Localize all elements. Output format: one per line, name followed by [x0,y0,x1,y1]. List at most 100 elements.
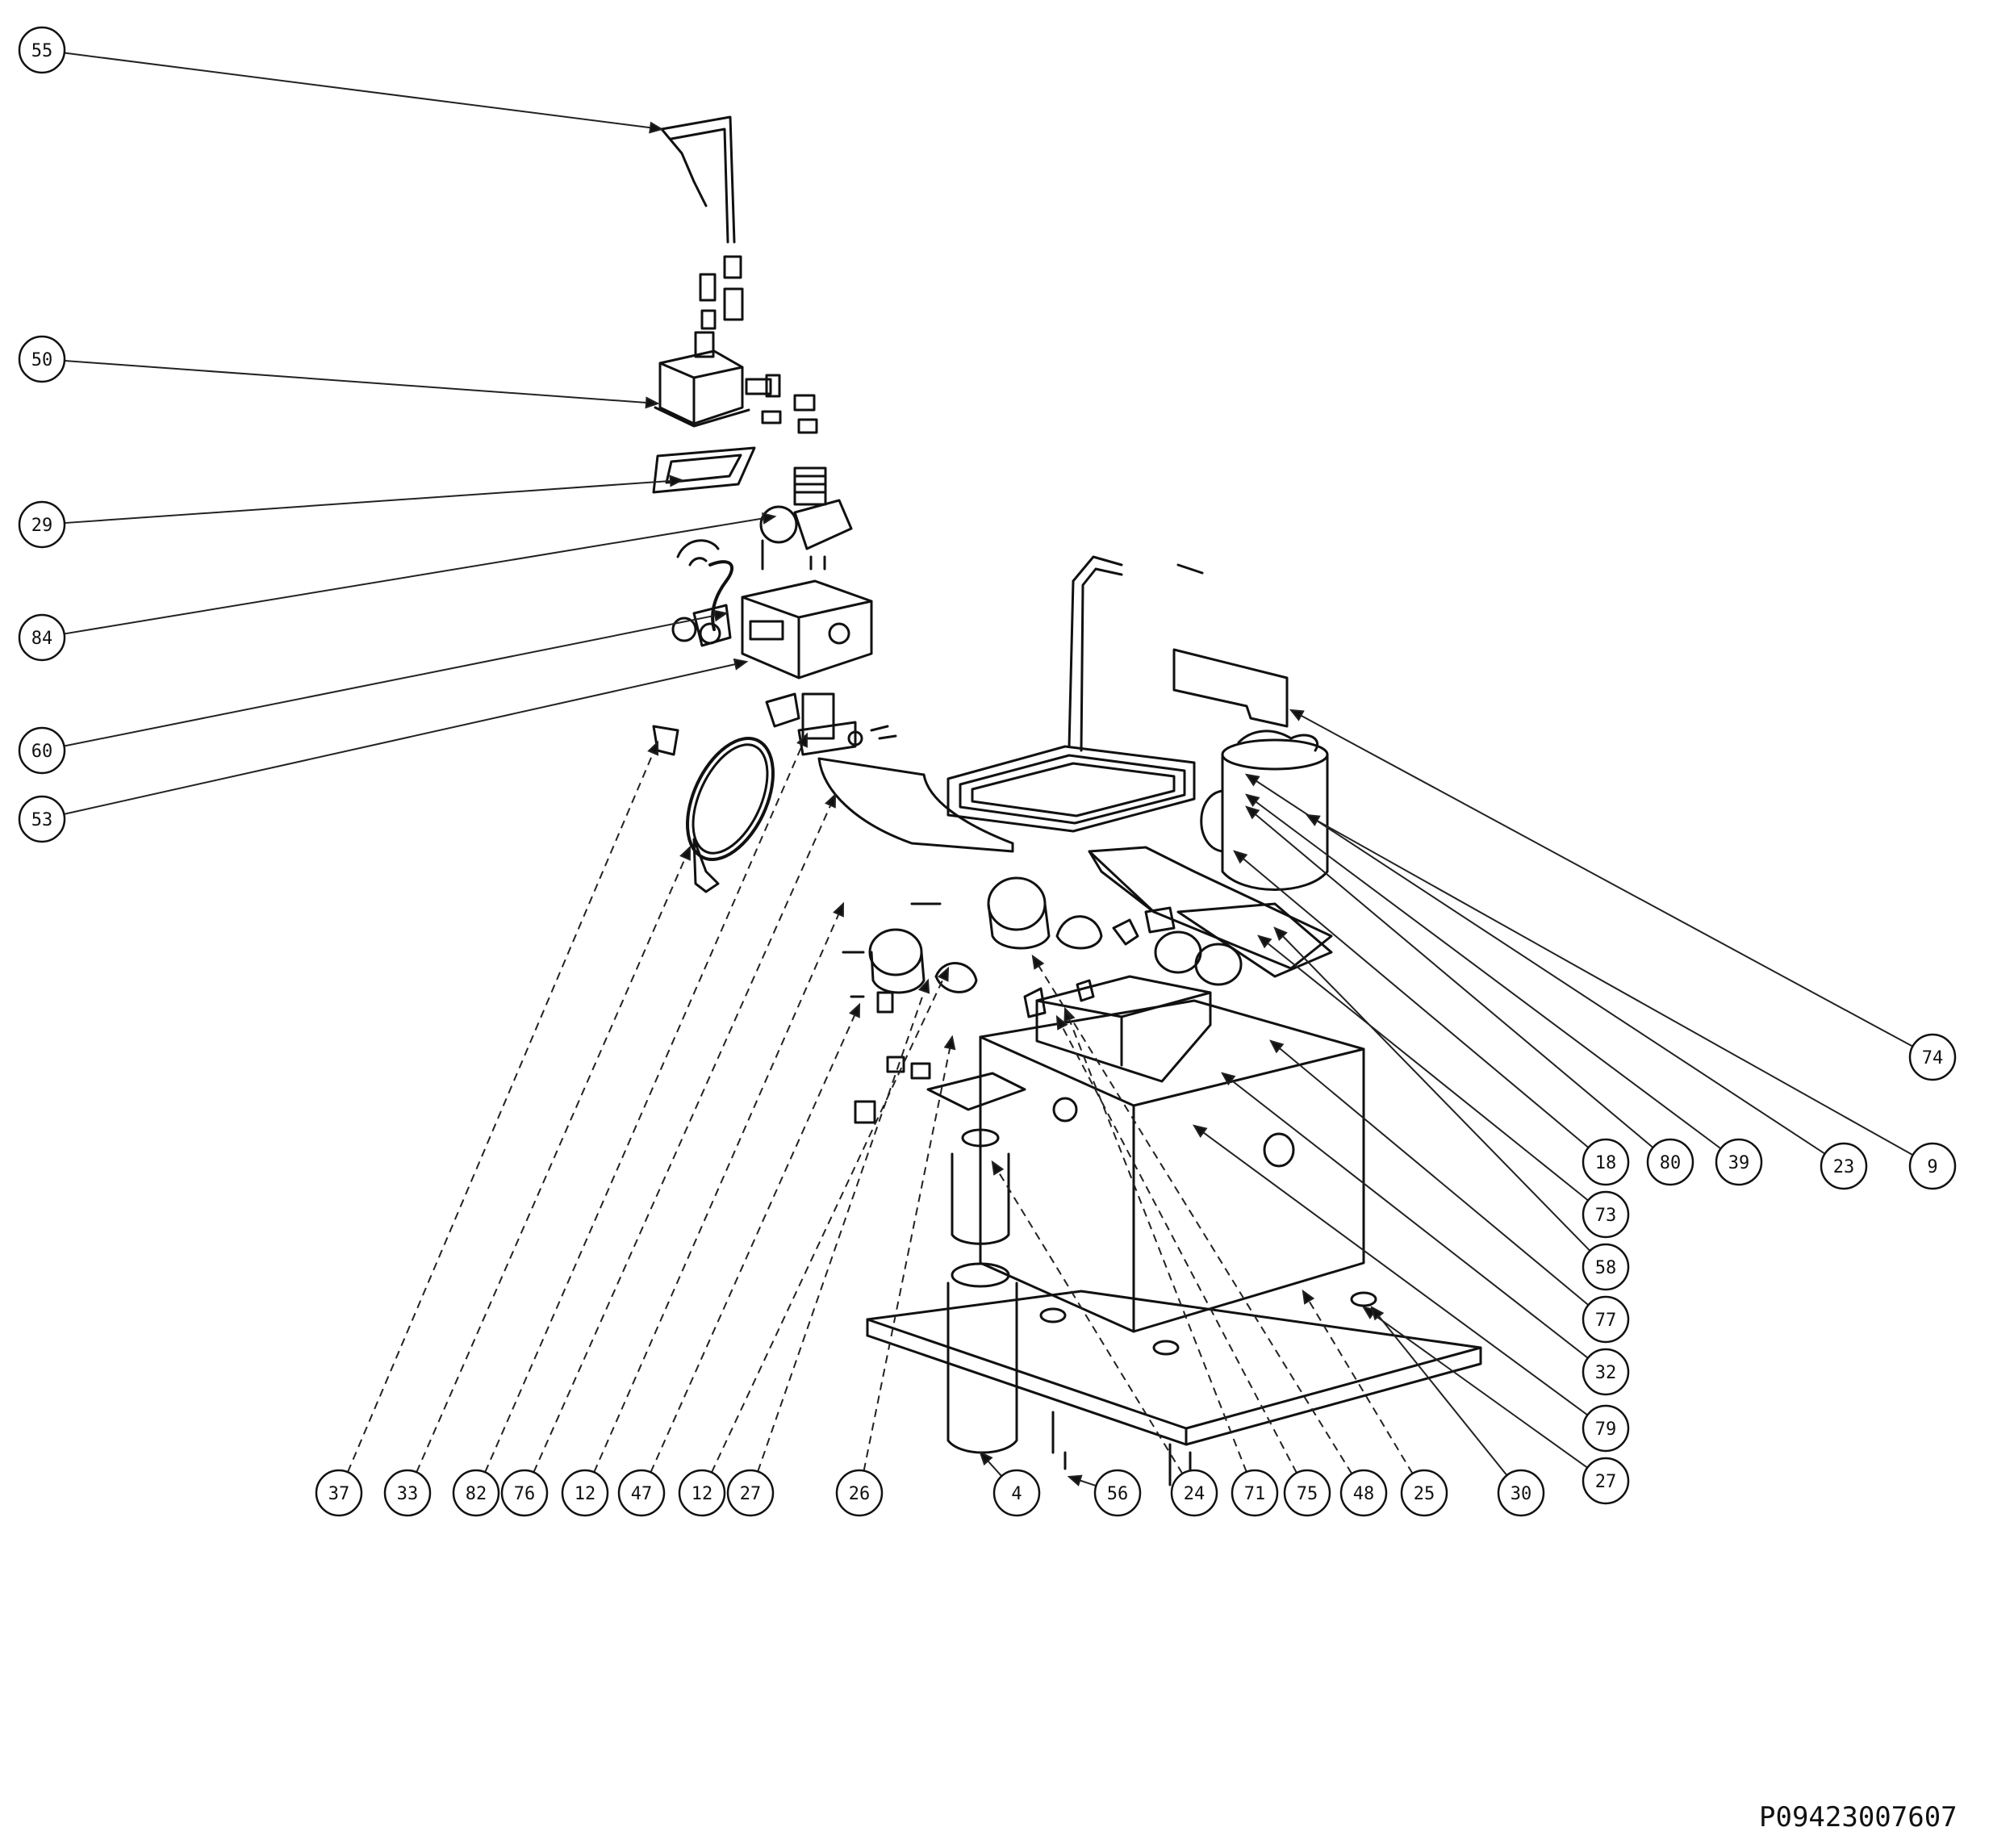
callout-label: 84 [31,629,53,649]
callout-leader-line [1246,794,1722,1150]
callout-leaders [64,52,1914,1487]
part-water-filter-top [951,1262,1010,1288]
callout-leader-line [1274,927,1591,1252]
callout-leader-line [1056,1016,1297,1474]
callout-arrowhead [1244,793,1260,807]
part-tray [652,446,756,494]
part-coiled-hose-inner [692,743,769,855]
callout-leader-line [484,734,808,1473]
callout-label: 27 [740,1484,762,1504]
part-pump-nozzle [694,331,715,358]
callout-leader-line [1270,1040,1590,1306]
callout-bubble [1283,1469,1331,1517]
callout-bubble [1820,1142,1868,1190]
part-filter-head [926,1072,1026,1111]
part-valve-threads [793,475,827,494]
part-control-box-label [749,620,784,641]
part-relay [876,991,894,1014]
part-water-filter [946,1281,1018,1454]
callout-bubble [18,613,66,662]
callout-leader-line [64,661,747,815]
callout-bubble [992,1469,1041,1517]
part-valve-cap [793,466,827,506]
part-bracket [692,604,732,647]
callout-leader-line [1302,1290,1414,1474]
part-foot [1350,1291,1377,1307]
part-hose-bend [676,539,720,567]
callout-bubble [1339,1469,1388,1517]
callout-leader-line [64,613,727,747]
callout-leader-line [1193,1125,1589,1416]
callout-label: 12 [692,1484,713,1504]
part-fitting [793,394,816,412]
part-canister-handle [1200,789,1224,853]
callout-arrowhead [649,121,664,134]
callout-leader-line [710,968,949,1474]
callout-arrowhead [943,1035,956,1051]
part-solenoid [801,692,835,740]
part-fitting [910,1062,931,1080]
drawing-code: P09423007607 [1759,1801,1958,1833]
callout-arrowhead [1031,954,1045,970]
callout-leader-line [1246,774,1826,1155]
part-capacitor [868,928,923,976]
part-clip [1023,979,1095,1018]
callout-label: 55 [31,41,53,61]
part-pulley [1154,930,1202,974]
part-bracket-tray-edge [1088,850,1155,914]
part-evaporator-coil [946,745,1196,833]
callout-leader-line [1064,1008,1247,1473]
part-screw [761,539,826,571]
callout-leader-line [533,794,836,1473]
part-screw [870,725,897,740]
callout-bubble [452,1469,500,1517]
callout-leader-line [863,1036,953,1471]
callout-label: 58 [1595,1258,1617,1278]
callout-bubble [1497,1469,1545,1517]
part-impeller [1112,906,1176,946]
callout-arrowhead [1245,805,1260,820]
callout-leader-line [1222,1072,1589,1359]
part-bracket-tray [1088,846,1333,970]
callout-bubble [1231,1469,1279,1517]
callout-label: 53 [31,810,53,830]
part-elbow [765,692,800,728]
part-filter-small [951,1152,1010,1245]
callout-arrowhead [1055,1014,1068,1031]
callout-label: 32 [1595,1363,1617,1383]
callout-arrowhead [1244,773,1260,787]
part-evaporator-coil-loops [959,754,1186,825]
callout-label: 29 [31,516,53,536]
callout-label: 25 [1414,1484,1435,1504]
callout-arrowhead [917,978,930,994]
callout-leader-line [992,1161,1184,1474]
part-hose-end [692,838,720,893]
callout-label: 80 [1660,1153,1682,1173]
part-control-box [741,579,873,679]
callout-bubble [726,1469,775,1517]
callout-arrowhead [1370,1306,1385,1321]
callout-arrowhead [1257,934,1272,949]
callout-leader-line [64,52,662,130]
callout-arrowhead [1302,1289,1315,1305]
part-screw [1176,563,1204,575]
callout-label: 26 [849,1484,871,1504]
callout-label: 60 [31,742,53,762]
part-plate [1172,648,1289,728]
part-filter-cap [961,1128,1000,1148]
callout-leader-line [593,903,844,1473]
callout-label: 33 [397,1484,419,1504]
callout-bubble [18,335,66,383]
part-fitting [854,1100,876,1124]
part-coil-riser [1068,555,1123,752]
callout-label: 27 [1595,1472,1617,1492]
callout-bubble [18,500,66,549]
callout-label: 9 [1927,1157,1937,1177]
part-canister [1221,753,1329,891]
callout-bubble [1908,1033,1957,1081]
callout-leader-line [650,1004,860,1473]
callout-arrowhead [937,966,950,982]
part-hose [708,560,734,631]
callout-bubble [1582,1243,1630,1291]
